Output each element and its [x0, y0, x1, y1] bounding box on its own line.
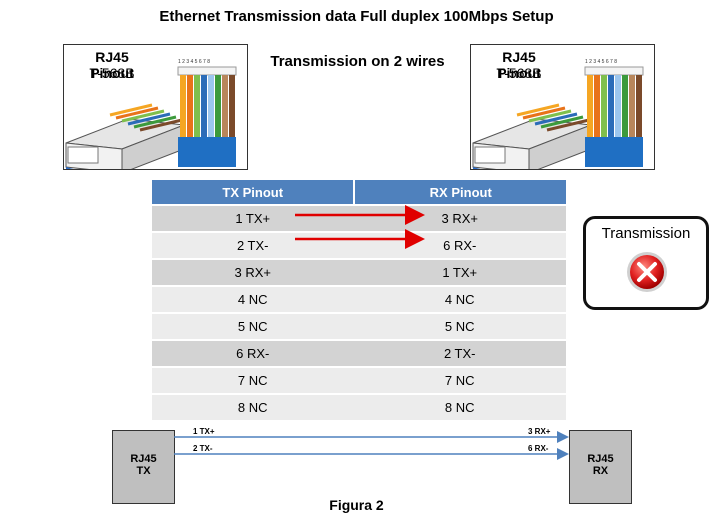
table-header-row: TX Pinout RX Pinout [152, 180, 566, 204]
connector-title: RJ45 Pinout [497, 49, 541, 81]
table-row: 4 NC 4 NC [152, 287, 566, 312]
table-row: 1 TX+ 3 RX+ [152, 206, 566, 231]
device-role: TX [136, 465, 151, 477]
table-row: 6 RX- 2 TX- [152, 341, 566, 366]
tx-pin-cell: 3 RX+ [152, 260, 354, 285]
wire-from-label: 1 TX+ [193, 427, 215, 436]
tx-pin-cell: 4 NC [152, 287, 354, 312]
rx-pin-cell: 8 NC [353, 395, 566, 420]
wire-to-label: 6 RX- [528, 444, 549, 453]
figure-caption: Figura 2 [329, 497, 384, 513]
tx-pin-cell: 1 TX+ [152, 206, 354, 231]
rj45-tx-device: RJ45 TX [112, 430, 175, 504]
tx-pin-cell: 2 TX- [152, 233, 354, 258]
rx-pin-cell: 3 RX+ [353, 206, 566, 231]
rx-pin-cell: 2 TX- [353, 341, 566, 366]
rx-pin-cell: 6 RX- [353, 233, 566, 258]
rx-pin-cell: 7 NC [353, 368, 566, 393]
connector-standard: T-568B [89, 65, 135, 81]
rj45-rx-device: RJ45 RX [569, 430, 632, 504]
rj45-plug-icon: 1 2 3 4 5 6 7 8 [472, 59, 644, 169]
device-role: RX [592, 465, 609, 477]
tx-pin-cell: 8 NC [152, 395, 354, 420]
tx-pin-cell: 6 RX- [152, 341, 354, 366]
status-label: Transmission [601, 225, 691, 242]
diagram-subtitle: Transmission on 2 wires [270, 53, 445, 70]
tx-pin-cell: 5 NC [152, 314, 354, 339]
table-row: 5 NC 5 NC [152, 314, 566, 339]
rx-pin-cell: 1 TX+ [353, 260, 566, 285]
connector-title: RJ45 Pinout [90, 49, 134, 81]
table-row: 7 NC 7 NC [152, 368, 566, 393]
table-row: 8 NC 8 NC [152, 395, 566, 420]
rx-pinout-header: RX Pinout [353, 180, 566, 204]
table-row: 3 RX+ 1 TX+ [152, 260, 566, 285]
rj45-plug-icon: 1 2 3 4 5 6 7 8 [65, 59, 237, 169]
x-fail-icon [627, 252, 667, 292]
diagram-title: Ethernet Transmission data Full duplex 1… [159, 8, 554, 25]
device-name: RJ45 [587, 453, 614, 465]
connector-standard: T-568B [496, 65, 542, 81]
device-name: RJ45 [130, 453, 157, 465]
rx-pin-cell: 4 NC [353, 287, 566, 312]
wire-from-label: 2 TX- [193, 444, 213, 453]
tx-pin-cell: 7 NC [152, 368, 354, 393]
wire-to-label: 3 RX+ [528, 427, 551, 436]
rj45-connector-right: 1 2 3 4 5 6 7 8 RJ45 Pinout T-568B [470, 44, 655, 170]
pin-numbers-right: 1 2 3 4 5 6 7 8 [585, 59, 617, 65]
rj45-connector-left: 1 2 3 4 5 6 7 8 RJ45 Pinout T-568B [63, 44, 248, 170]
table-row: 2 TX- 6 RX- [152, 233, 566, 258]
tx-pinout-header: TX Pinout [152, 180, 354, 204]
rx-pin-cell: 5 NC [353, 314, 566, 339]
pin-numbers-left: 1 2 3 4 5 6 7 8 [178, 59, 210, 65]
pinout-table: TX Pinout RX Pinout 1 TX+ 3 RX+ 2 TX- 6 … [152, 178, 566, 422]
transmission-status-box: Transmission [583, 216, 709, 310]
